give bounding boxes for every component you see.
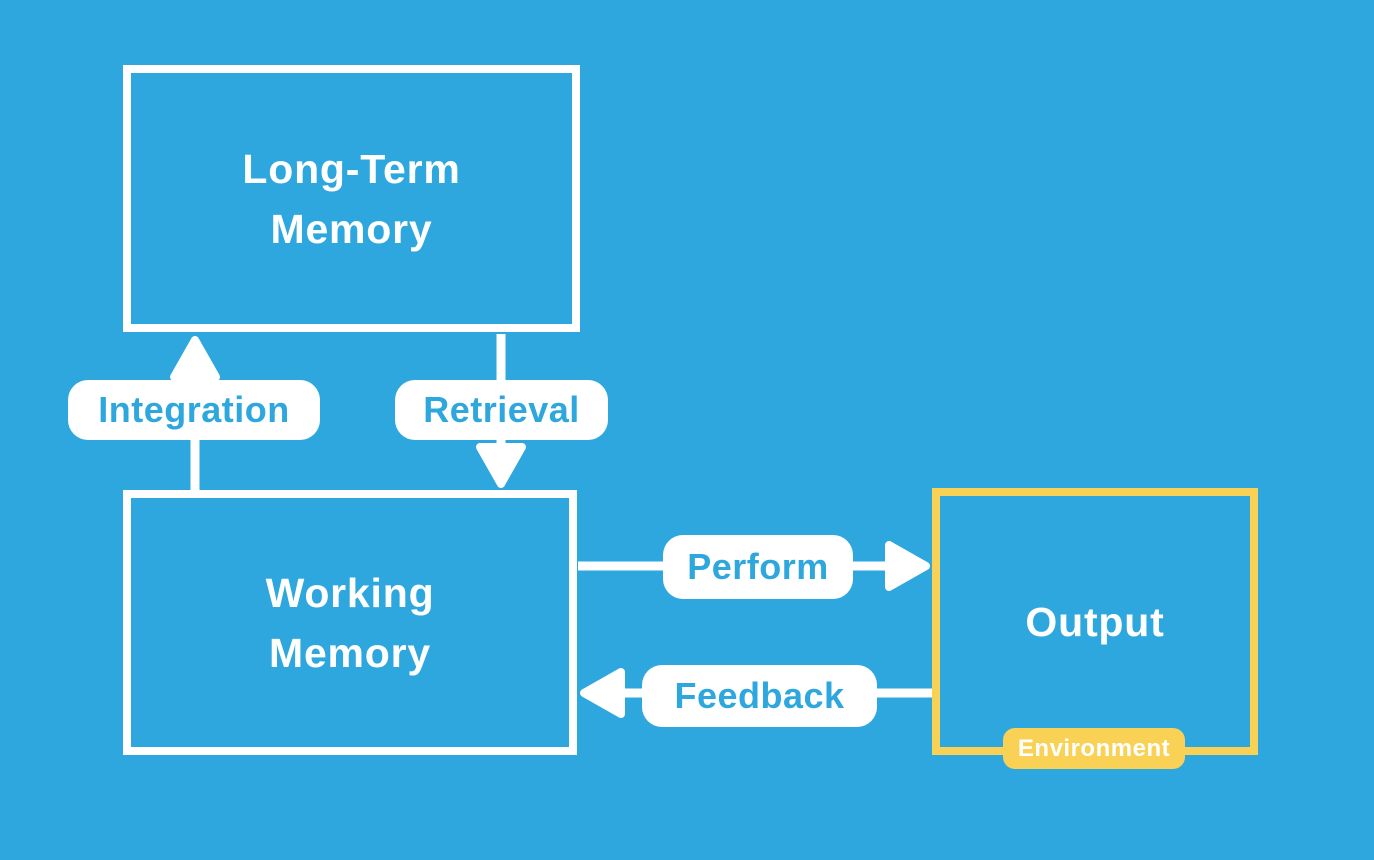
edge-label-integration: Integration (68, 380, 320, 440)
long-term-memory-label: Long-Term Memory (242, 145, 461, 252)
environment-tag: Environment (1003, 728, 1185, 769)
edge-label-perform: Perform (663, 535, 853, 599)
feedback-arrowhead-left-icon (580, 668, 625, 718)
output-label: Output (1025, 598, 1165, 645)
node-working-memory: Working Memory (123, 490, 577, 755)
integration-arrowhead-up-icon (170, 336, 220, 381)
edge-label-feedback: Feedback (642, 665, 877, 727)
working-memory-label: Working Memory (265, 569, 435, 676)
edge-label-retrieval: Retrieval (395, 380, 608, 440)
retrieval-arrowhead-down-icon (476, 443, 526, 488)
node-output: Output (932, 488, 1258, 755)
perform-arrowhead-right-icon (885, 541, 930, 591)
node-long-term-memory: Long-Term Memory (123, 65, 580, 332)
